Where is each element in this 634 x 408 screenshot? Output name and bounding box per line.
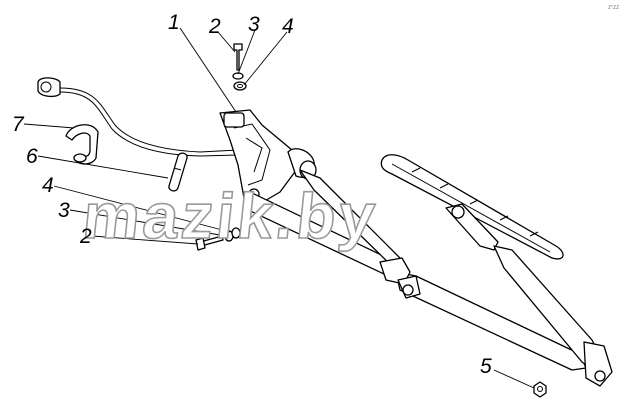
- left-fasteners: [195, 227, 241, 251]
- callout-6: 6: [26, 145, 38, 168]
- top-fasteners: [232, 43, 247, 91]
- callout-4-top: 4: [282, 15, 294, 38]
- part-6-sleeve: [168, 152, 188, 192]
- callout-4-left: 4: [42, 174, 54, 197]
- corner-mark: Z°ZZ: [608, 5, 619, 11]
- part-5-nut: [533, 381, 547, 398]
- leader-lines: [23, 27, 535, 389]
- wiper-arm-and-blade: [380, 154, 613, 387]
- callout-2-left: 2: [79, 225, 92, 248]
- watermark-text: mazik.by: [80, 180, 382, 252]
- callout-3-left: 3: [58, 199, 70, 222]
- linkage-rods: [243, 169, 587, 371]
- part-7-clamp: [65, 124, 99, 165]
- callout-2-top: 2: [208, 15, 221, 38]
- callout-1: 1: [168, 11, 180, 34]
- callout-5: 5: [480, 355, 492, 378]
- callout-labels: 1 2 3 4 7 6 4 3 2 5: [12, 11, 492, 378]
- wiring-cable: [37, 77, 239, 157]
- callout-7: 7: [12, 113, 25, 136]
- callout-3-top: 3: [248, 13, 260, 36]
